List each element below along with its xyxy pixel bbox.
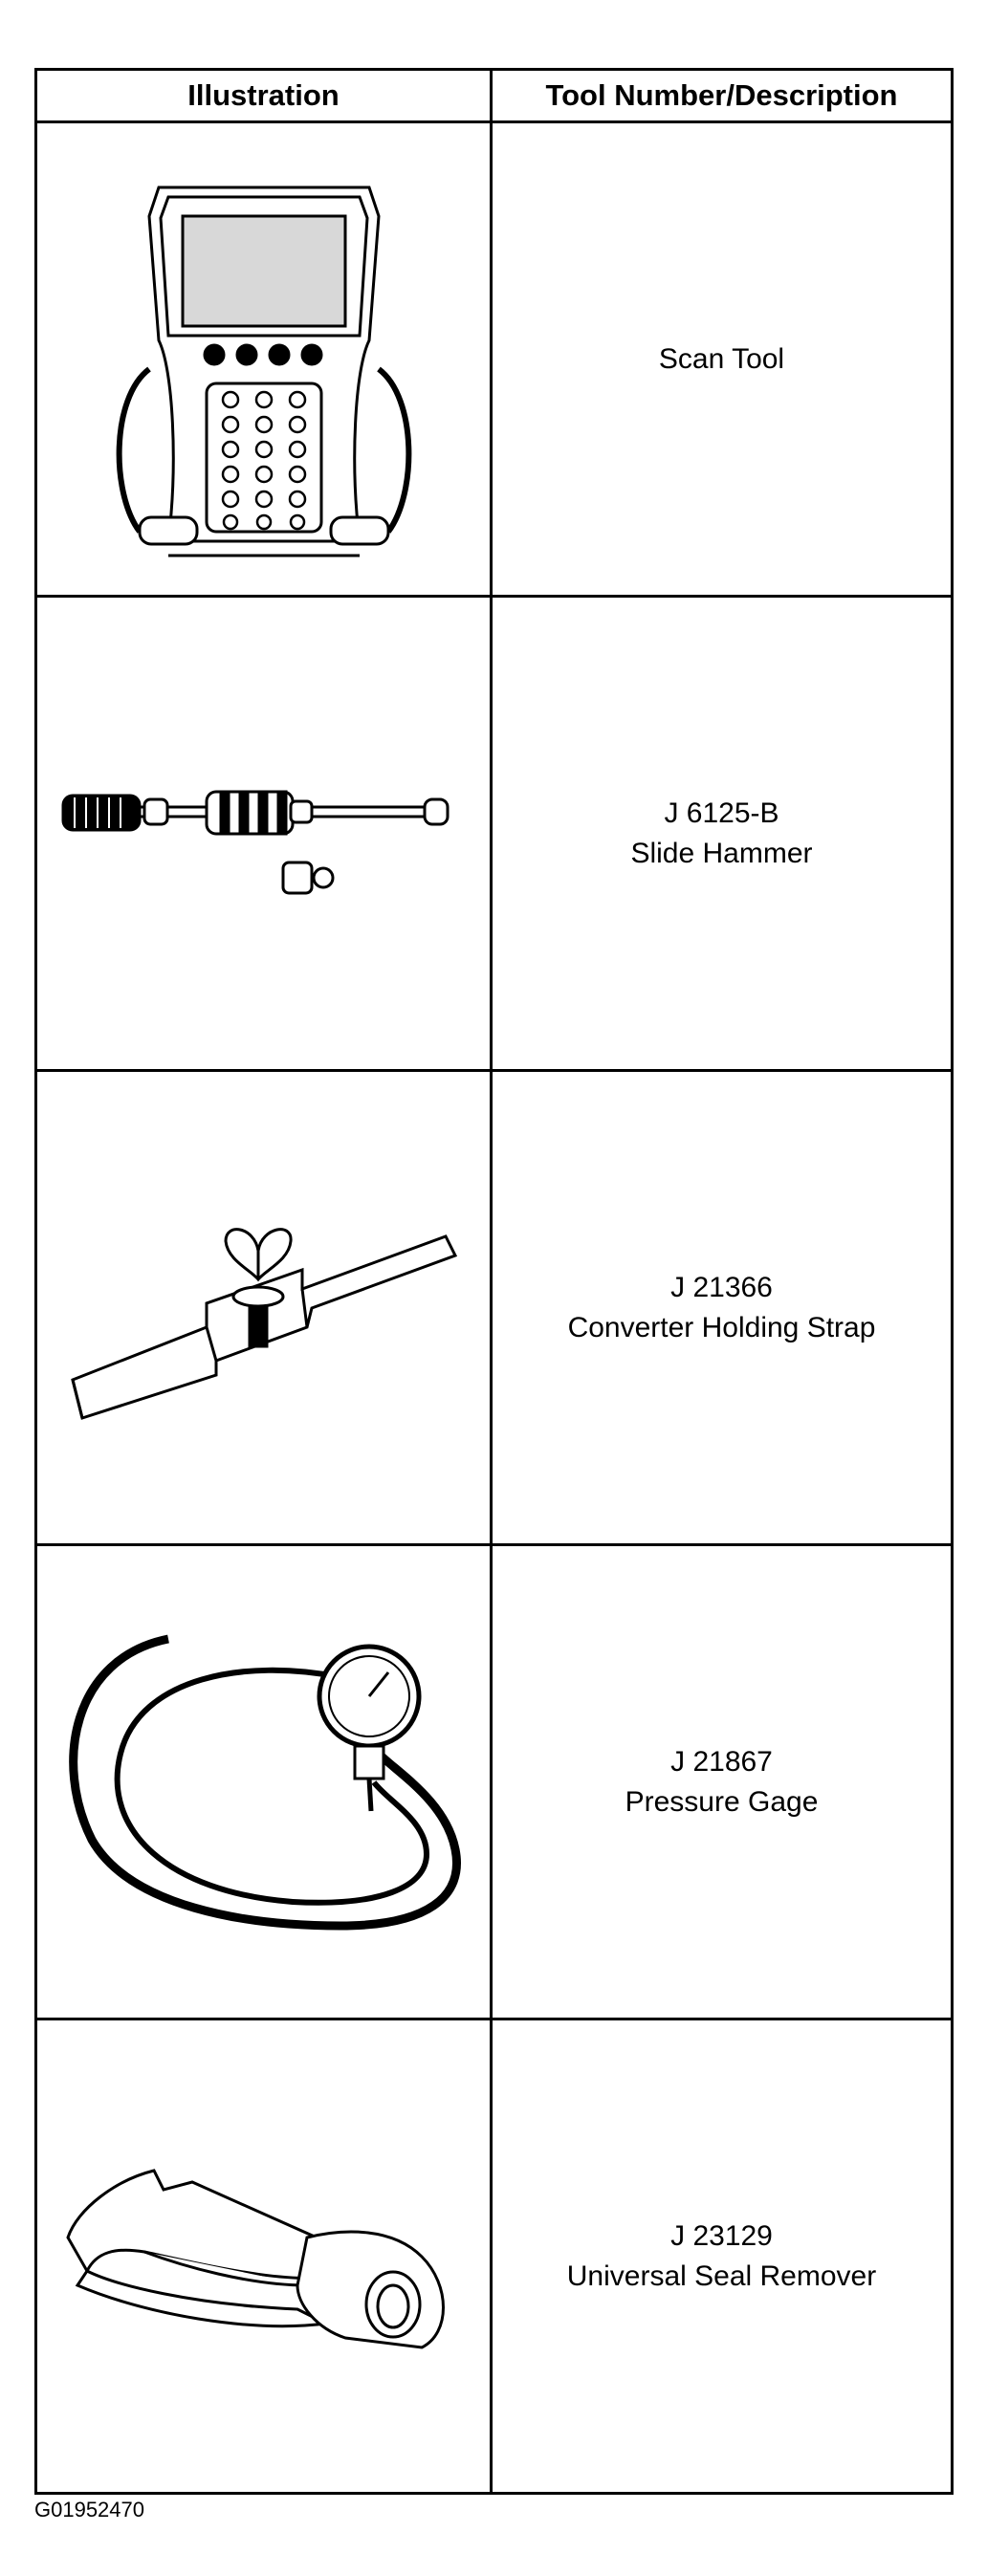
universal-seal-remover-icon [65, 2168, 445, 2349]
table-row: J 21867 Pressure Gage [34, 1543, 954, 2020]
figure-caption: G01952470 [34, 2498, 144, 2521]
table-row: J 23129 Universal Seal Remover [34, 2018, 954, 2495]
description-cell: J 21867 Pressure Gage [490, 1543, 954, 2020]
description-cell: J 23129 Universal Seal Remover [490, 2018, 954, 2495]
tool-number: J 23129 [670, 2219, 773, 2252]
illustration-cell [34, 2018, 493, 2495]
illustration-cell [34, 1069, 493, 1546]
illustration-cell [34, 120, 493, 598]
tool-number: J 21366 [670, 1271, 773, 1303]
slide-hammer-icon [61, 790, 449, 894]
tool-description: Converter Holding Strap [567, 1311, 876, 1343]
tool-description: Pressure Gage [625, 1785, 819, 1818]
tool-number: J 6125-B [664, 797, 779, 829]
converter-holding-strap-icon [70, 1227, 457, 1420]
illustration-cell [34, 595, 493, 1072]
tool-description: Scan Tool [658, 342, 785, 375]
pressure-gage-icon [68, 1634, 461, 1931]
table-header-row: Illustration Tool Number/Description [34, 68, 954, 123]
header-illustration: Illustration [34, 68, 493, 123]
description-cell: Scan Tool [490, 120, 954, 598]
illustration-cell [34, 1543, 493, 2020]
table-row: J 21366 Converter Holding Strap [34, 1069, 954, 1546]
table-row: J 6125-B Slide Hammer [34, 595, 954, 1072]
tool-number: J 21867 [670, 1745, 773, 1778]
scan-tool-icon [116, 186, 411, 557]
tool-table: Illustration Tool Number/Description [34, 68, 954, 2495]
table-row: Scan Tool [34, 120, 954, 598]
tool-description: Slide Hammer [630, 837, 813, 869]
description-cell: J 21366 Converter Holding Strap [490, 1069, 954, 1546]
header-tool-number: Tool Number/Description [490, 68, 954, 123]
tool-description: Universal Seal Remover [566, 2259, 877, 2292]
description-cell: J 6125-B Slide Hammer [490, 595, 954, 1072]
